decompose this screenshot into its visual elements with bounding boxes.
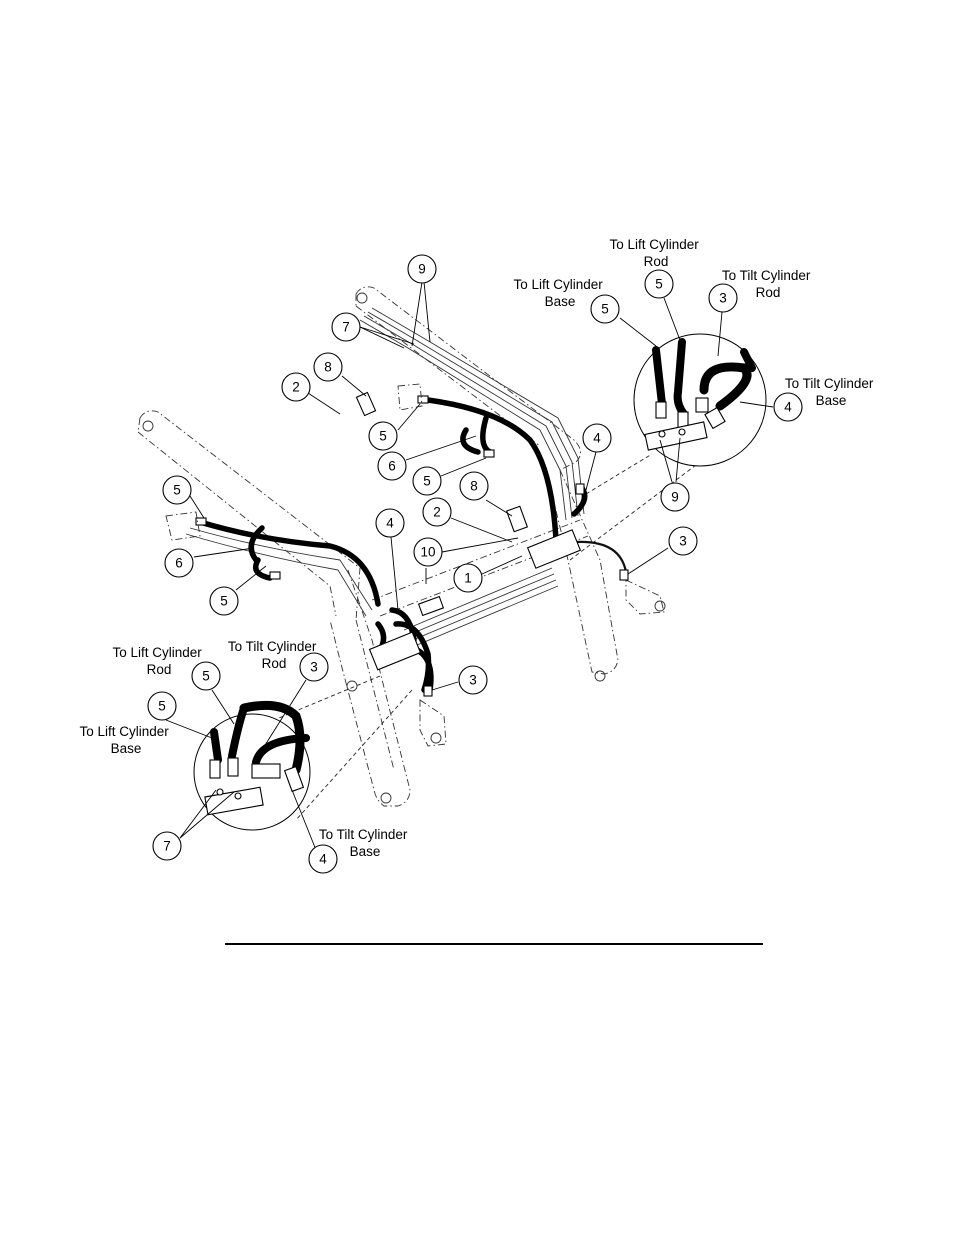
svg-text:2: 2 <box>292 380 300 395</box>
label-tr-lift-rod: To Lift Cylinder Rod <box>609 237 702 269</box>
svg-text:5: 5 <box>220 594 228 609</box>
callout-4-tr-tilt-base: 4 <box>774 393 802 421</box>
callout-3-bottom: 3 <box>459 666 487 694</box>
callout-6-left: 6 <box>165 549 193 577</box>
callout-5-tr-lift-rod: 5 <box>645 270 673 298</box>
callout-7-bl: 7 <box>153 832 181 860</box>
svg-text:3: 3 <box>469 673 477 688</box>
detail-view-top-right <box>634 334 766 466</box>
svg-text:7: 7 <box>342 320 350 335</box>
callout-1: 1 <box>454 564 482 592</box>
callout-5-bl-lift-rod: 5 <box>192 662 220 690</box>
callout-5-left-lower: 5 <box>210 587 238 615</box>
svg-text:6: 6 <box>175 556 183 571</box>
callout-4-right: 4 <box>583 424 611 452</box>
callout-7-top: 7 <box>332 313 360 341</box>
callout-9-tr: 9 <box>661 483 689 511</box>
hoses-main <box>166 308 628 696</box>
callout-2-mid: 2 <box>423 498 451 526</box>
callout-10: 10 <box>414 538 442 566</box>
callout-8-top: 8 <box>314 353 342 381</box>
svg-text:3: 3 <box>719 291 727 306</box>
svg-text:5: 5 <box>173 483 181 498</box>
svg-text:3: 3 <box>679 534 687 549</box>
svg-text:4: 4 <box>386 516 394 531</box>
svg-text:4: 4 <box>784 400 792 415</box>
svg-text:10: 10 <box>420 545 435 560</box>
callout-5-upper-mid: 5 <box>413 467 441 495</box>
callout-5-bl-lift-base: 5 <box>148 692 176 720</box>
svg-text:2: 2 <box>433 505 441 520</box>
callout-8-mid: 8 <box>460 472 488 500</box>
svg-text:5: 5 <box>202 669 210 684</box>
svg-text:7: 7 <box>163 839 171 854</box>
svg-text:5: 5 <box>655 277 663 292</box>
callout-6-upper-arm: 6 <box>378 452 406 480</box>
callout-4-bl-tilt-base: 4 <box>309 845 337 873</box>
svg-text:4: 4 <box>319 852 327 867</box>
svg-text:5: 5 <box>158 699 166 714</box>
svg-text:6: 6 <box>388 459 396 474</box>
callout-2-top: 2 <box>282 373 310 401</box>
callout-3-right: 3 <box>669 527 697 555</box>
svg-text:9: 9 <box>418 262 426 277</box>
callout-3-bl-tilt-rod: 3 <box>300 653 328 681</box>
callout-5-tr-lift-base: 5 <box>591 295 619 323</box>
callout-5-upper-arm: 5 <box>369 422 397 450</box>
svg-text:5: 5 <box>423 474 431 489</box>
label-bl-lift-base: To Lift Cylinder Base <box>79 724 172 756</box>
callout-3-tr-tilt-rod: 3 <box>709 284 737 312</box>
callout-4-left-mid: 4 <box>376 509 404 537</box>
svg-text:5: 5 <box>601 302 609 317</box>
svg-text:8: 8 <box>324 360 332 375</box>
svg-text:8: 8 <box>470 479 478 494</box>
svg-text:3: 3 <box>310 660 318 675</box>
svg-text:5: 5 <box>379 429 387 444</box>
svg-text:9: 9 <box>671 490 679 505</box>
svg-text:4: 4 <box>593 431 601 446</box>
callout-5-left-top: 5 <box>163 476 191 504</box>
label-bl-lift-rod: To Lift Cylinder Rod <box>112 645 205 677</box>
svg-text:1: 1 <box>464 571 472 586</box>
callout-9-top: 9 <box>408 255 436 283</box>
